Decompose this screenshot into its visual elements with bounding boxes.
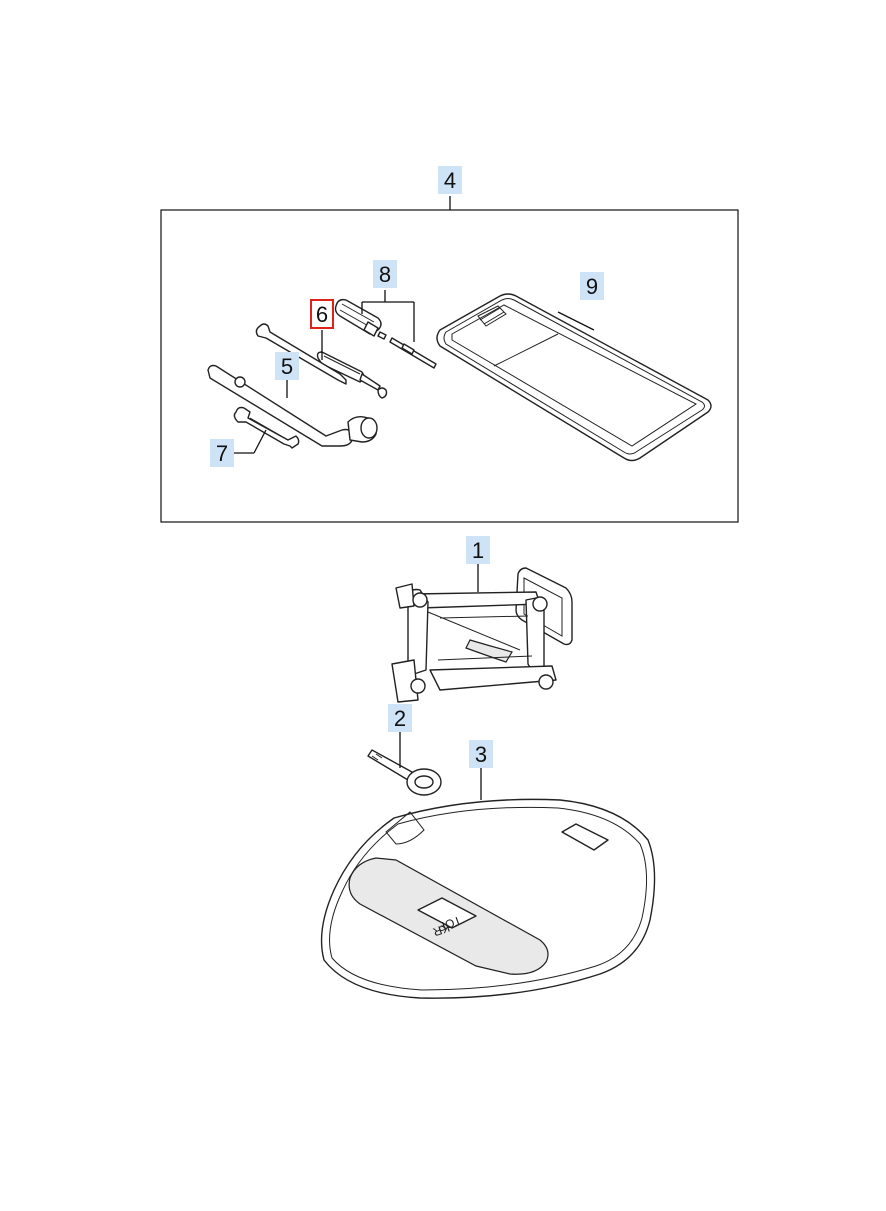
tool-pouch-icon <box>436 293 712 462</box>
callout-9[interactable]: 9 <box>580 272 604 300</box>
callout-2[interactable]: 2 <box>388 704 412 732</box>
callout-8[interactable]: 8 <box>373 260 397 288</box>
callout-6-label: 6 <box>316 302 328 327</box>
wheel-lug-wrench-icon <box>207 323 378 447</box>
callout-7[interactable]: 7 <box>210 439 234 467</box>
callout-2-label: 2 <box>394 706 406 731</box>
tray-mat-icon: TOP KR <box>320 766 656 999</box>
tool-kit-box-icon <box>160 196 739 523</box>
screwdriver-icon <box>316 330 388 399</box>
callout-7-label: 7 <box>216 441 228 466</box>
callout-4-label: 4 <box>444 168 456 193</box>
callout-9-label: 9 <box>586 274 598 299</box>
tow-hook-icon <box>367 730 442 796</box>
handle-extension-icon <box>334 290 437 369</box>
callout-1[interactable]: 1 <box>466 536 490 564</box>
callout-4[interactable]: 4 <box>438 166 462 194</box>
callout-6[interactable]: 6 <box>310 299 334 329</box>
callout-5[interactable]: 5 <box>275 352 299 380</box>
callout-3[interactable]: 3 <box>469 740 493 768</box>
spanner-icon <box>233 406 300 454</box>
callout-1-label: 1 <box>472 538 484 563</box>
callout-8-label: 8 <box>379 262 391 287</box>
scissor-jack-icon <box>391 562 573 703</box>
callout-5-label: 5 <box>281 354 293 379</box>
callout-3-label: 3 <box>475 742 487 767</box>
mat-stamp-kr: KR <box>431 920 452 939</box>
